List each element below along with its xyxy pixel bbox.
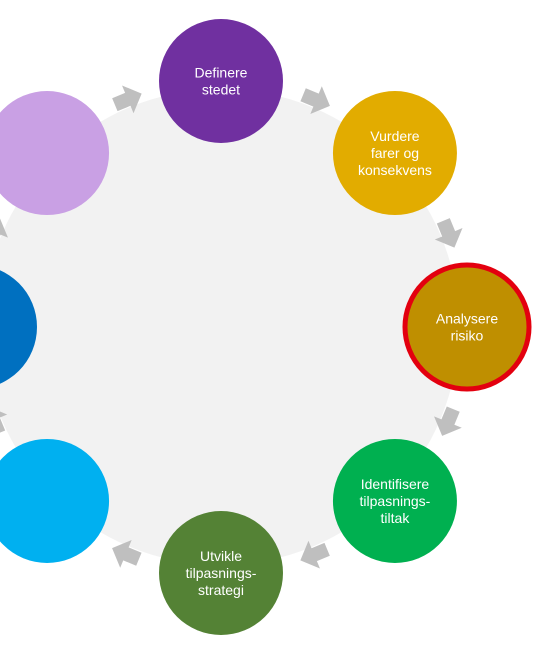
cycle-step-label: konsekvens xyxy=(358,162,432,178)
cycle-step-label: Utvikle xyxy=(200,548,242,564)
cycle-arrows xyxy=(0,85,463,569)
cycle-step-label: Analysere xyxy=(436,311,498,327)
cycle-step-circle xyxy=(332,438,457,563)
cycle-step-label: Definere xyxy=(195,65,248,81)
cycle-background-disc xyxy=(0,89,459,565)
cycle-arrow-icon xyxy=(434,406,462,436)
cycle-arrow-icon xyxy=(434,218,463,248)
cycle-step-label: stedet xyxy=(202,82,240,98)
cycle-step-label: strategi xyxy=(198,582,244,598)
cycle-step-circle xyxy=(159,511,283,635)
cycle-step-label: farer og xyxy=(371,145,419,161)
cycle-step-label: tilpasnings- xyxy=(360,493,431,509)
cycle-step-label: tilpasnings- xyxy=(186,565,257,581)
cycle-step-label: Identifisere xyxy=(361,476,430,492)
cycle-step-step-blue xyxy=(0,270,37,384)
cycle-arrow-icon xyxy=(112,540,142,568)
cycle-step-label: tiltak xyxy=(381,510,411,526)
cycle-arrow-icon xyxy=(300,86,330,114)
cycle-arrow-icon xyxy=(300,540,330,569)
cycle-step-step-lavender xyxy=(0,91,110,216)
cycle-step-circle xyxy=(402,262,532,392)
cycle-step-circle xyxy=(0,91,110,216)
cycle-step-step-cyan xyxy=(0,438,110,563)
cycle-arrow-icon xyxy=(0,218,8,248)
cycle-step-circle xyxy=(332,91,457,216)
cycle-step-label: risiko xyxy=(451,328,484,344)
cycle-arrow-icon xyxy=(0,406,8,436)
cycle-step-circle xyxy=(0,438,110,563)
cycle-step-label: Vurdere xyxy=(370,128,420,144)
cycle-step-circle xyxy=(159,19,283,143)
cycle-step-circle xyxy=(0,270,37,384)
cycle-arrow-icon xyxy=(112,85,142,114)
